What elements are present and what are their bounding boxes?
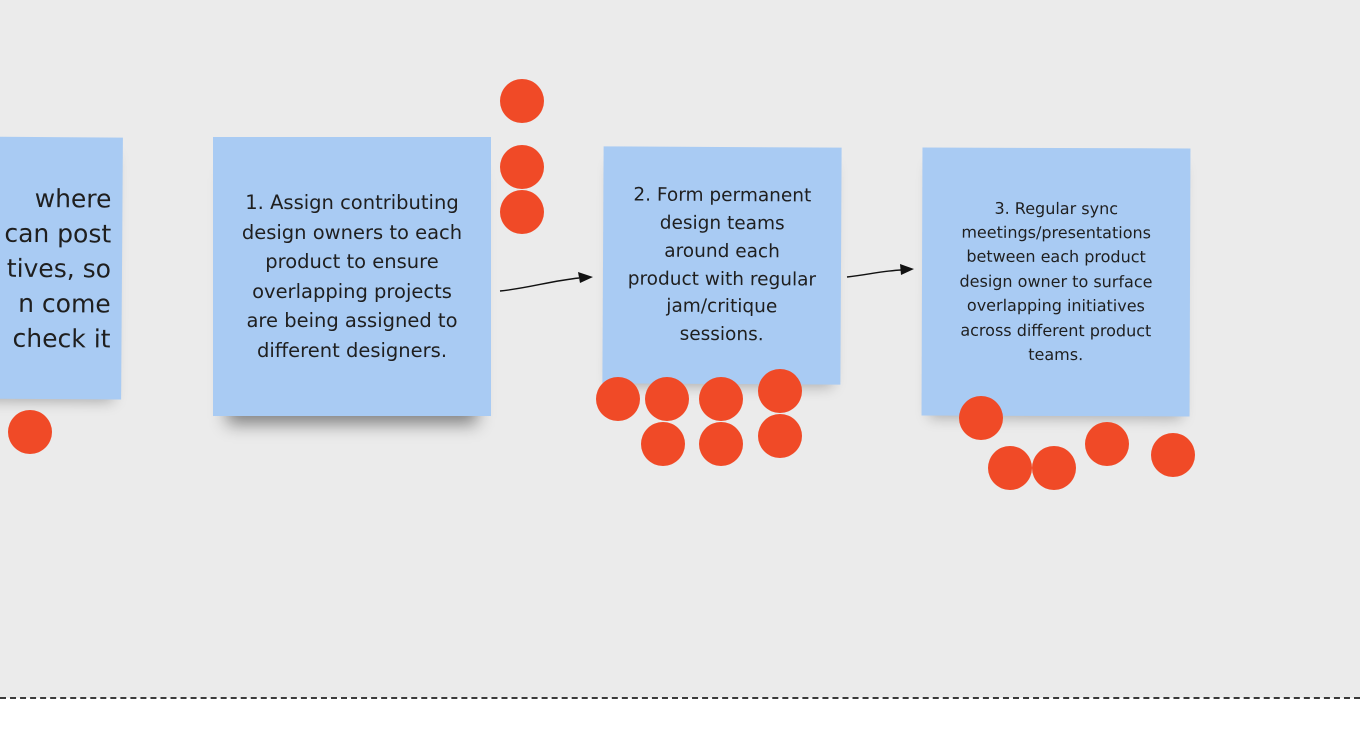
vote-dot[interactable] xyxy=(645,377,689,421)
sticky-note-3[interactable]: 3. Regular sync meetings/presentations b… xyxy=(921,147,1191,417)
sticky-note-text: 2. Form permanent design teams around ea… xyxy=(627,184,817,346)
vote-dot[interactable] xyxy=(500,145,544,189)
connector-arrow-2-to-3[interactable] xyxy=(845,262,917,282)
sticky-note-partial[interactable]: where can post tives, so n come check it xyxy=(0,136,123,400)
vote-dot[interactable] xyxy=(758,414,802,458)
vote-dot[interactable] xyxy=(596,377,640,421)
sticky-note-text: 1. Assign contributing design owners to … xyxy=(241,191,463,362)
lower-frame-area[interactable] xyxy=(0,699,1360,754)
frame-divider-dashed xyxy=(0,697,1360,699)
connector-arrow-1-to-2[interactable] xyxy=(495,268,599,298)
sticky-note-text: 3. Regular sync meetings/presentations b… xyxy=(959,198,1153,365)
vote-dot[interactable] xyxy=(500,190,544,234)
sticky-note-text: where can post tives, so n come check it xyxy=(4,183,112,353)
vote-dot[interactable] xyxy=(1151,433,1195,477)
vote-dot[interactable] xyxy=(1032,446,1076,490)
vote-dot[interactable] xyxy=(699,422,743,466)
vote-dot[interactable] xyxy=(500,79,544,123)
vote-dot[interactable] xyxy=(8,410,52,454)
vote-dot[interactable] xyxy=(959,396,1003,440)
vote-dot[interactable] xyxy=(1085,422,1129,466)
vote-dot[interactable] xyxy=(758,369,802,413)
whiteboard-canvas[interactable]: where can post tives, so n come check it… xyxy=(0,0,1360,698)
vote-dot[interactable] xyxy=(988,446,1032,490)
sticky-note-1[interactable]: 1. Assign contributing design owners to … xyxy=(213,137,491,416)
sticky-note-2[interactable]: 2. Form permanent design teams around ea… xyxy=(602,146,842,385)
vote-dot[interactable] xyxy=(699,377,743,421)
vote-dot[interactable] xyxy=(641,422,685,466)
